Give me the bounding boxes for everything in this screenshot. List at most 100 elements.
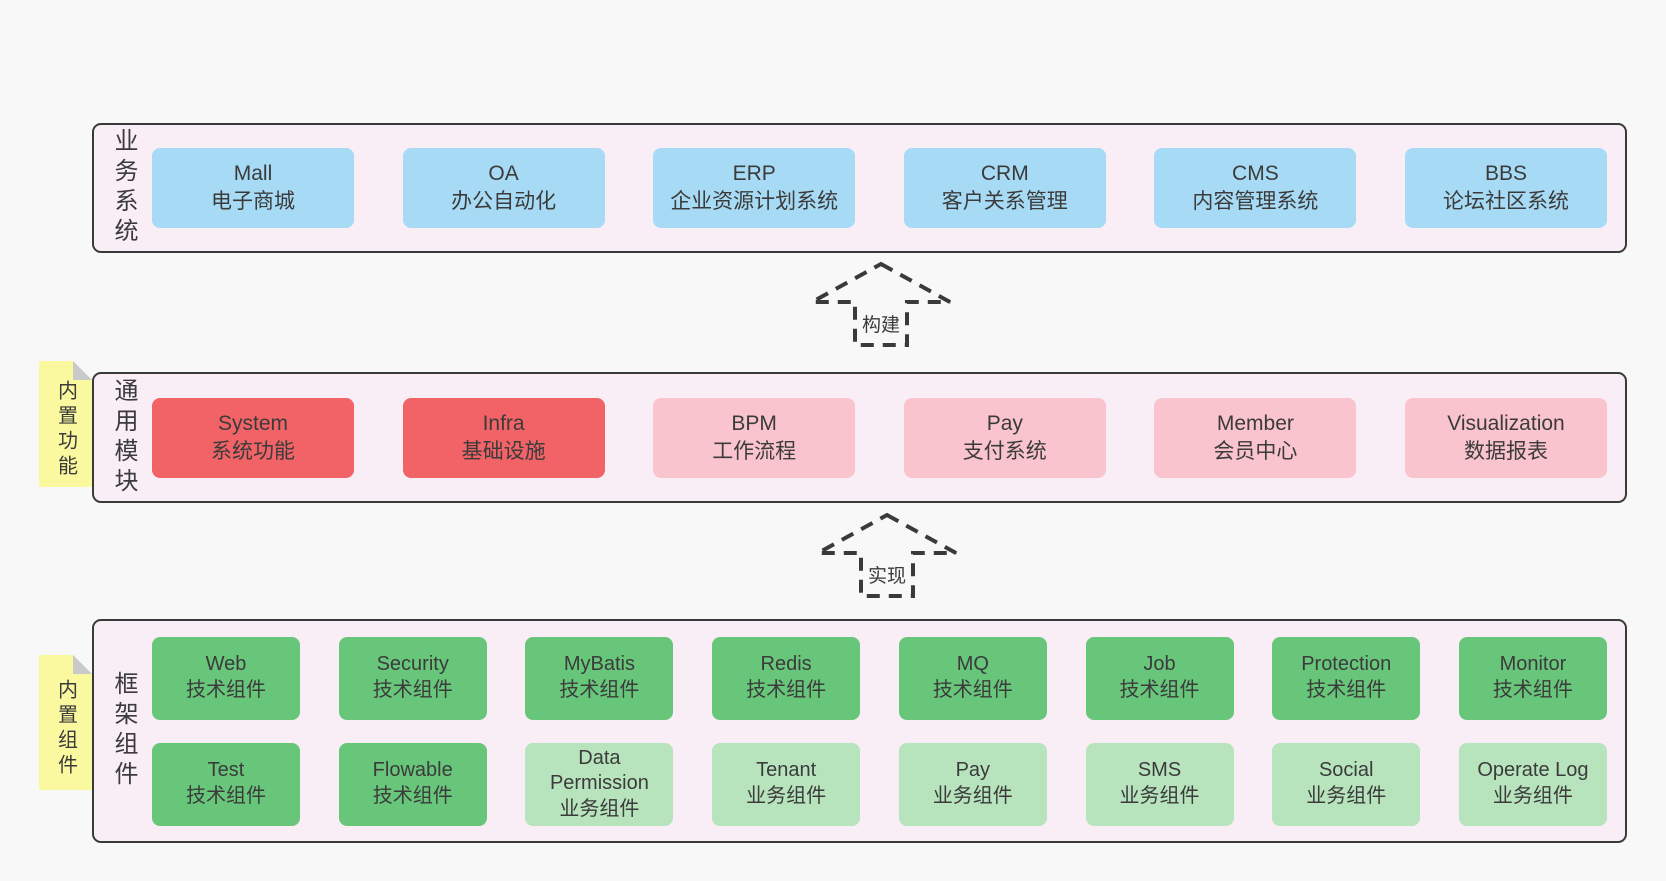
node-subtitle: 技术组件 [746,679,827,701]
arrow-up-dashed-icon [811,261,951,347]
node-data-permission: Data Permission 业务组件 [525,742,674,826]
node-subtitle: 业务组件 [559,797,640,820]
node-subtitle: 技术组件 [1306,679,1387,701]
node-subtitle: 业务组件 [1119,785,1200,807]
component-row-biz: Test 技术组件 Flowable 技术组件 Data Permission … [152,742,1607,826]
node-subtitle: 业务组件 [932,785,1013,807]
node-subtitle: 业务组件 [1306,785,1387,807]
node-member: Member 会员中心 [1154,397,1357,478]
node-subtitle: 技术组件 [186,785,266,807]
arrow-build: 构建 [806,261,956,349]
node-title: Flowable [372,759,453,782]
node-bbs: BBS 论坛社区系统 [1404,148,1607,228]
node-title: Job [1143,653,1176,676]
node-erp: ERP 企业资源计划系统 [653,148,856,228]
node-subtitle: 基础设施 [461,439,546,463]
folded-corner-icon [73,361,92,380]
node-title: BPM [731,411,777,435]
node-title: Test [207,759,245,782]
node-subtitle: 会员中心 [1213,439,1298,463]
node-subtitle: 企业资源计划系统 [670,190,839,213]
node-title: ERP [732,162,776,186]
node-subtitle: 业务组件 [1492,785,1573,807]
node-title: Monitor [1499,653,1567,676]
node-title: System [217,411,288,435]
component-row-tech: Web 技术组件 Security 技术组件 MyBatis 技术组件 Redi… [152,636,1607,720]
node-pay-biz: Pay 业务组件 [898,742,1047,826]
node-title: MyBatis [563,653,635,676]
node-title: CRM [980,162,1029,186]
layer-label-column: 业务系统 [94,125,152,251]
node-subtitle: 电子商城 [211,190,295,213]
node-subtitle: 技术组件 [559,679,640,701]
layer-label-column: 框架组件 [94,621,152,841]
node-pay: Pay 支付系统 [903,397,1106,478]
layer-framework-components: 框架组件 Web 技术组件 Security 技术组件 MyBatis 技术组件… [92,619,1627,843]
node-title: BBS [1484,162,1527,186]
node-subtitle: 技术组件 [372,679,453,701]
node-monitor: Monitor 技术组件 [1458,636,1607,720]
node-subtitle: 业务组件 [746,785,827,807]
node-protection: Protection 技术组件 [1272,636,1421,720]
sticky-note-builtin-components: 内置组件 [39,655,92,790]
layer-label-components: 框架组件 [110,671,137,791]
node-sms: SMS 业务组件 [1085,742,1234,826]
node-tenant: Tenant 业务组件 [712,742,861,826]
node-title: Member [1216,411,1294,435]
node-crm: CRM 客户关系管理 [903,148,1106,228]
node-mq: MQ 技术组件 [898,636,1047,720]
node-oa: OA 办公自动化 [402,148,605,228]
node-visualization: Visualization 数据报表 [1404,397,1607,478]
node-title: Visualization [1447,411,1565,435]
node-social: Social 业务组件 [1272,742,1421,826]
arrow-implement-label: 实现 [863,560,911,589]
layer-label-modules: 通用模块 [110,377,137,498]
node-title: OA [488,162,519,186]
component-rows: Web 技术组件 Security 技术组件 MyBatis 技术组件 Redi… [152,621,1625,841]
node-mybatis: MyBatis 技术组件 [525,636,674,720]
sticky-note-label: 内置功能 [54,380,77,480]
node-title: CMS [1232,162,1279,186]
node-title: Data Permission [549,746,649,795]
node-infra: Infra 基础设施 [402,397,605,478]
node-mall: Mall 电子商城 [152,148,354,228]
node-title: MQ [956,653,989,676]
node-title: Pay [986,411,1023,435]
node-title: Pay [955,759,991,782]
node-subtitle: 技术组件 [1492,679,1573,701]
node-subtitle: 技术组件 [932,679,1013,701]
node-title: Web [205,653,247,676]
node-title: Redis [760,653,812,676]
node-title: Protection [1301,653,1392,676]
node-title: Security [376,653,449,676]
node-subtitle: 内容管理系统 [1192,190,1319,213]
node-subtitle: 办公自动化 [451,190,557,213]
node-web: Web 技术组件 [152,636,300,720]
node-subtitle: 系统功能 [211,439,295,463]
node-bpm: BPM 工作流程 [653,397,856,478]
node-security: Security 技术组件 [338,636,487,720]
node-subtitle: 技术组件 [186,679,266,701]
node-test: Test 技术组件 [152,742,300,826]
sticky-note-builtin-features: 内置功能 [39,361,92,487]
module-boxes: System 系统功能 Infra 基础设施 BPM 工作流程 Pay 支付系统… [152,374,1625,501]
node-title: Infra [482,411,525,435]
node-subtitle: 论坛社区系统 [1442,190,1569,213]
node-subtitle: 数据报表 [1463,439,1548,463]
business-boxes: Mall 电子商城 OA 办公自动化 ERP 企业资源计划系统 CRM 客户关系… [152,125,1625,251]
node-title: Tenant [756,759,817,782]
layer-label-column: 通用模块 [94,374,152,501]
arrow-up-dashed-icon [817,512,957,598]
layer-common-modules: 通用模块 System 系统功能 Infra 基础设施 BPM 工作流程 Pay… [92,372,1627,503]
node-subtitle: 工作流程 [712,439,797,463]
node-subtitle: 支付系统 [962,439,1047,463]
sticky-note-label: 内置组件 [54,678,77,779]
node-operate-log: Operate Log 业务组件 [1458,742,1607,826]
node-title: Mall [233,162,273,186]
node-title: Operate Log [1477,759,1589,782]
folded-corner-icon [73,655,92,674]
layer-business-systems: 业务系统 Mall 电子商城 OA 办公自动化 ERP 企业资源计划系统 CRM… [92,123,1627,253]
arrow-implement: 实现 [812,512,962,600]
node-flowable: Flowable 技术组件 [338,742,487,826]
